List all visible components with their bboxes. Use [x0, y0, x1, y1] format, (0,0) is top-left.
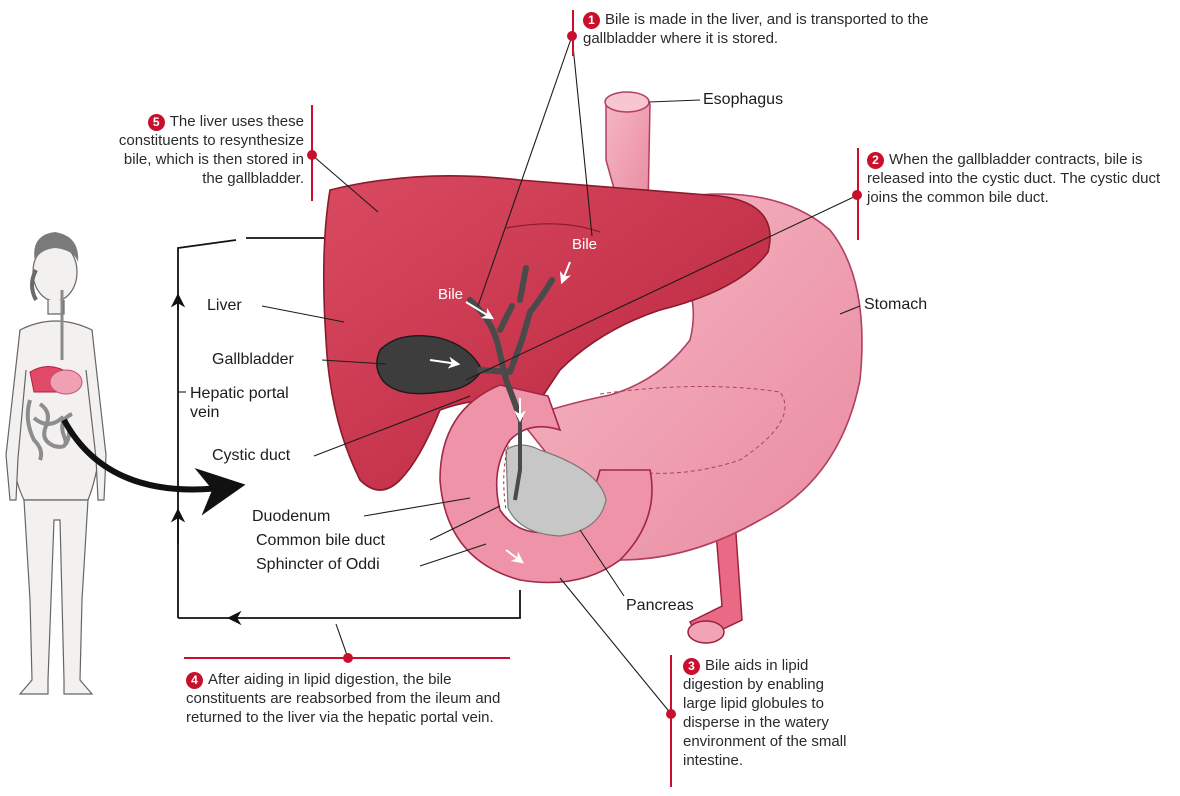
step-1-badge: 1: [583, 12, 600, 29]
step-4-badge: 4: [186, 672, 203, 689]
step-5-badge: 5: [148, 114, 165, 131]
label-cystic-duct: Cystic duct: [212, 446, 290, 465]
step-2-badge: 2: [867, 152, 884, 169]
label-gallbladder: Gallbladder: [212, 350, 294, 369]
label-stomach: Stomach: [864, 295, 927, 314]
label-hepatic-portal-vein: Hepatic portal vein: [190, 384, 300, 422]
label-pancreas: Pancreas: [626, 596, 694, 615]
label-bile-right: Bile: [572, 236, 597, 253]
label-common-bile-duct: Common bile duct: [256, 531, 385, 550]
label-esophagus: Esophagus: [703, 90, 783, 109]
human-figure: [6, 232, 106, 694]
label-sphincter-of-oddi: Sphincter of Oddi: [256, 555, 380, 574]
label-bile-left: Bile: [438, 286, 463, 303]
label-liver: Liver: [207, 296, 242, 315]
step-3-badge: 3: [683, 658, 700, 675]
label-duodenum: Duodenum: [252, 507, 330, 526]
